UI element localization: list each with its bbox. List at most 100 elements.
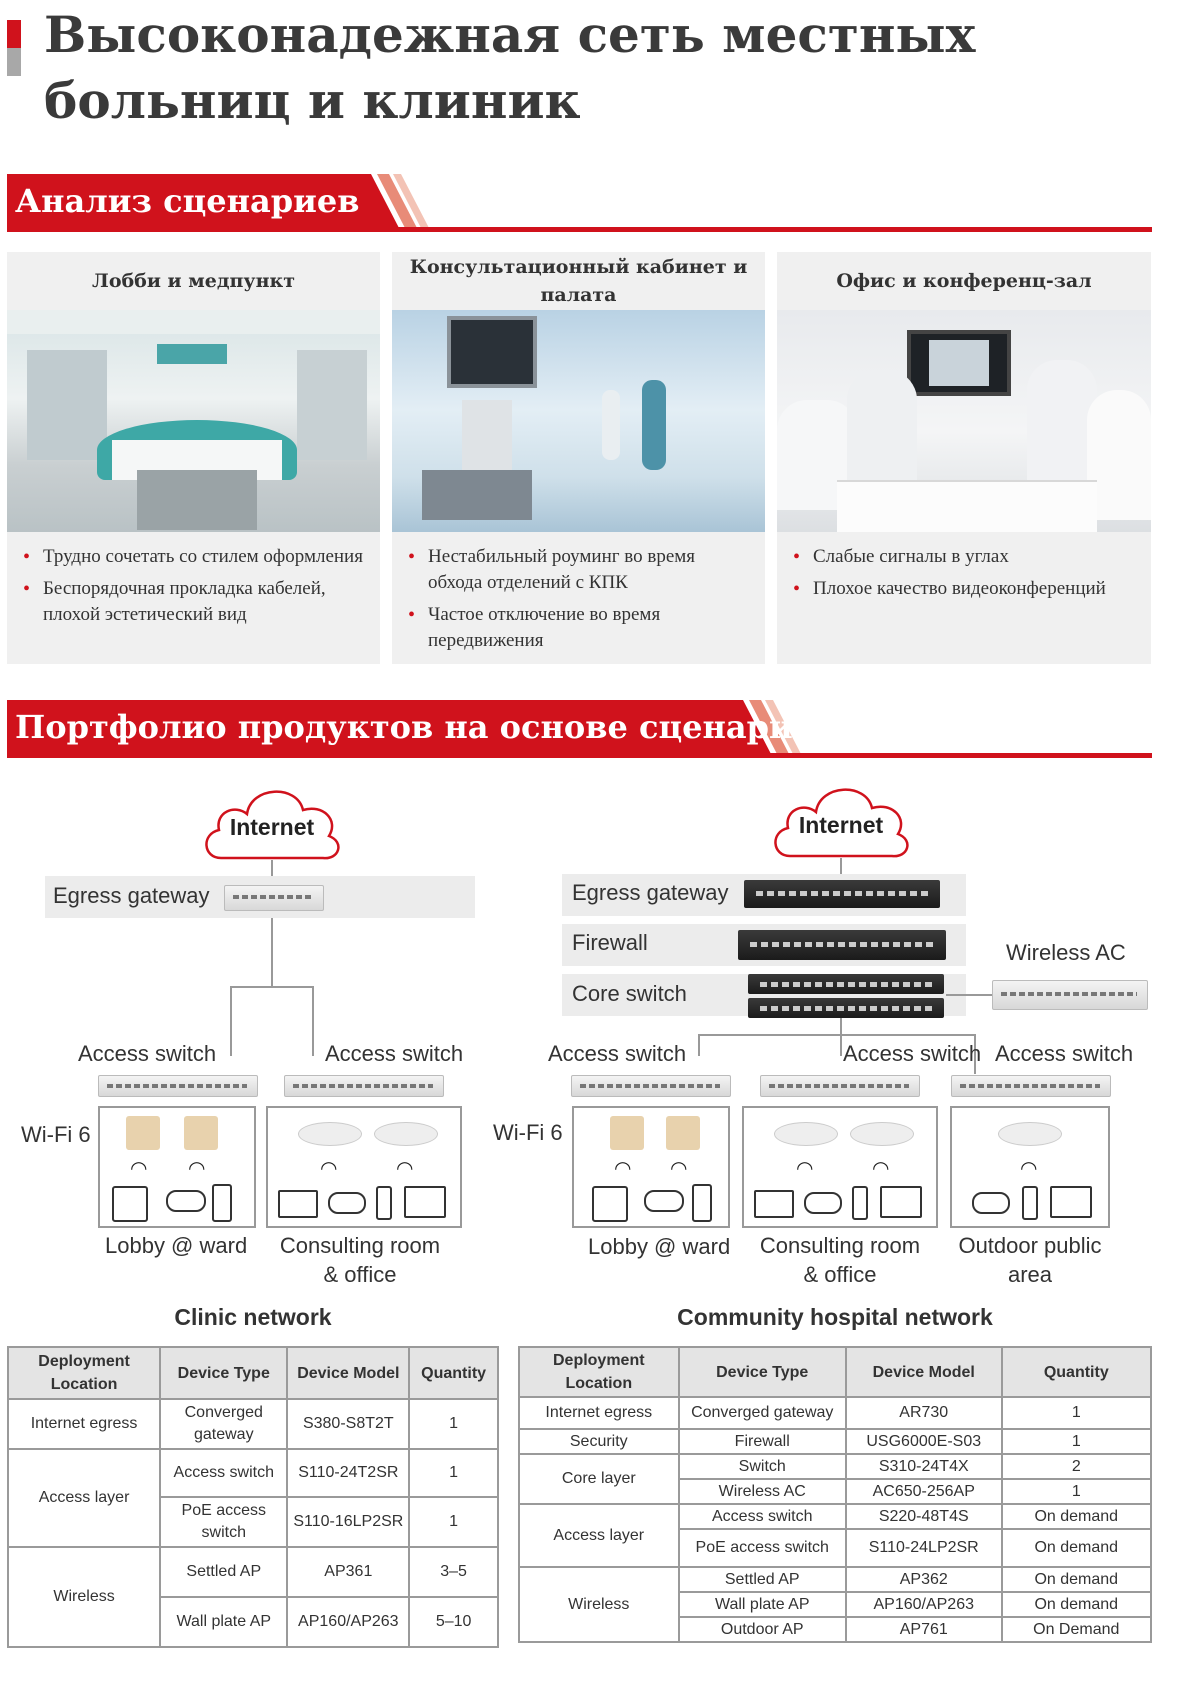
ceiling-ap-icon	[298, 1122, 362, 1146]
core-switch-device-icon	[748, 998, 944, 1018]
device-model-cell: AR730	[844, 1396, 1003, 1430]
table-row: PoE access switch S110-16LP2SR 1	[8, 1496, 499, 1548]
scenario-bullet: Слабые сигналы в углах	[791, 544, 1137, 570]
device-model-cell: AP361	[286, 1546, 411, 1598]
consulting-label: Consulting room	[759, 1233, 921, 1258]
firewall-device-icon	[738, 930, 946, 960]
link-line	[312, 986, 314, 1056]
hospital-network-title: Community hospital network	[677, 1304, 993, 1330]
wifi-signal-icon: ◠	[396, 1156, 414, 1180]
lobby-ward-box: ◠ ◠	[572, 1106, 730, 1228]
clinic-network-title: Clinic network	[174, 1304, 332, 1330]
access-switch-label: Access switch	[995, 1041, 1134, 1066]
page-title: Высоконадежная сеть местных больниц и кл…	[44, 5, 976, 130]
quantity-cell: 3–5	[408, 1546, 499, 1598]
core-switch-device-icon	[748, 974, 944, 994]
device-model-cell: S110-24T2SR	[286, 1448, 411, 1498]
monitor-icon	[880, 1186, 922, 1218]
cloud-icon	[774, 788, 909, 858]
camera-icon	[804, 1192, 842, 1214]
header-device-model: Device Model	[844, 1346, 1003, 1398]
consulting-office-box: ◠ ◠	[742, 1106, 938, 1228]
egress-gateway-label: Egress gateway	[572, 880, 729, 905]
link-line	[230, 986, 232, 1056]
location-cell: Internet egress	[6, 1398, 162, 1450]
gateway-device-icon	[744, 880, 940, 908]
device-type-cell: Settled AP	[677, 1566, 847, 1593]
clinic-device-table: Deployment Location Device Type Device M…	[6, 1346, 499, 1648]
device-model-cell: AP160/AP263	[844, 1591, 1003, 1618]
table-header-row: Deployment Location Device Type Device M…	[6, 1346, 499, 1400]
office-label: & office	[803, 1262, 877, 1287]
device-model-cell: AC650-256AP	[844, 1478, 1003, 1505]
switch-icon	[951, 1075, 1111, 1097]
consulting-label: Consulting room	[279, 1233, 441, 1258]
laptop-icon	[754, 1190, 794, 1218]
link-line	[974, 1034, 976, 1074]
device-type-cell: PoE access switch	[159, 1496, 289, 1548]
wifi6-label: Wi-Fi 6	[493, 1120, 563, 1145]
internet-cloud-hospital: Internet	[768, 774, 914, 860]
device-type-cell: Converged gateway	[159, 1398, 289, 1450]
quantity-cell: 2	[1000, 1453, 1153, 1480]
header-quantity: Quantity	[408, 1346, 499, 1400]
table-row: Wireless Settled AP AP362 On demand	[518, 1566, 1153, 1643]
quantity-cell: On demand	[1000, 1566, 1153, 1593]
scenario-card-office: Офис и конференц-зал Слабые сигналы в уг…	[777, 252, 1151, 664]
consulting-photo	[392, 310, 765, 532]
internet-label: Internet	[229, 814, 315, 840]
quantity-cell: 1	[1000, 1428, 1153, 1455]
link-line	[840, 858, 842, 888]
device-type-cell: Access switch	[159, 1448, 289, 1498]
wifi-signal-icon: ◠	[320, 1156, 338, 1180]
outdoor-area-box: ◠	[950, 1106, 1110, 1228]
device-type-cell: Outdoor AP	[677, 1616, 847, 1643]
header-device-type: Device Type	[159, 1346, 289, 1400]
location-cell: Internet egress	[518, 1396, 680, 1430]
monitor-icon	[1050, 1186, 1092, 1218]
header-device-type: Device Type	[677, 1346, 847, 1398]
device-model-cell: S380-S8T2T	[286, 1398, 411, 1450]
cloud-icon	[205, 790, 340, 860]
outdoor-label-line2: area	[1007, 1262, 1053, 1287]
switch-icon	[760, 1075, 920, 1097]
camera-icon	[166, 1190, 206, 1212]
table-header-row: Deployment Location Device Type Device M…	[518, 1346, 1153, 1398]
device-type-cell: Converged gateway	[677, 1396, 847, 1430]
device-type-cell: Firewall	[677, 1428, 847, 1455]
medical-cart-icon	[112, 1186, 148, 1222]
phone-icon	[852, 1186, 868, 1220]
office-label: & office	[323, 1262, 397, 1287]
phone-icon	[1022, 1186, 1038, 1220]
link-line	[840, 1018, 842, 1056]
outdoor-ap-icon	[998, 1122, 1062, 1146]
access-switch-label: Access switch	[843, 1041, 982, 1066]
core-switch-label: Core switch	[572, 981, 687, 1006]
medical-cart-icon	[592, 1186, 628, 1222]
scenario-title: Консультационный кабинет и палата	[409, 256, 748, 306]
section-underline	[7, 227, 1152, 232]
device-type-cell: Settled AP	[159, 1546, 289, 1598]
scenario-bullet: Плохое качество видеоконференций	[791, 576, 1137, 602]
table-row: Wireless Settled AP AP361 3–5	[6, 1546, 499, 1648]
device-model-cell: S310-24T4X	[844, 1453, 1003, 1480]
device-model-cell: AP761	[844, 1616, 1003, 1643]
switch-icon	[98, 1075, 258, 1097]
quantity-cell: On demand	[1000, 1503, 1153, 1530]
wifi-signal-icon: ◠	[670, 1156, 688, 1180]
wireless-ac-device-icon	[992, 980, 1148, 1010]
header-device-model: Device Model	[286, 1346, 411, 1400]
wifi-signal-icon: ◠	[614, 1156, 632, 1180]
section-underline	[7, 753, 1152, 758]
wifi-signal-icon: ◠	[796, 1156, 814, 1180]
internet-cloud-clinic: Internet	[199, 776, 345, 862]
link-line	[230, 986, 314, 988]
outdoor-label: Outdoor public	[958, 1233, 1102, 1258]
scenario-card-consulting: Консультационный кабинет и палата Нестаб…	[392, 252, 765, 664]
lobby-ward-label: Lobby @ ward	[588, 1234, 731, 1259]
quantity-cell: 1	[1000, 1478, 1153, 1505]
phone-icon	[376, 1186, 392, 1220]
hospital-device-table: Deployment Location Device Type Device M…	[518, 1346, 1153, 1643]
location-cell: Security	[518, 1428, 680, 1455]
location-cell: Access layer	[518, 1503, 680, 1568]
